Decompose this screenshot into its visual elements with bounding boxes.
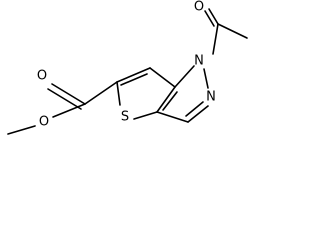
bond-c3a-c7a	[156, 86, 176, 113]
bond-ester-single-o	[52, 103, 86, 118]
bond-n1-c7a	[174, 65, 195, 88]
bond-acetyl-n	[212, 23, 219, 55]
bond-ester-methyl	[7, 125, 36, 135]
bond-c6-s	[116, 81, 121, 106]
atom-n2: N	[206, 90, 216, 105]
atom-o-ester: O	[39, 115, 49, 130]
structure-diagram: O O S N N O	[7, 0, 248, 135]
bond-c3a-c7a-inner	[162, 91, 178, 111]
bonds	[7, 8, 248, 135]
atom-n1: N	[194, 54, 204, 69]
bond-c3-c3a	[156, 111, 189, 123]
bond-ester-carbonyl-b	[47, 88, 82, 110]
bond-c7-c6-inner	[120, 73, 148, 86]
bond-acetyl-methyl	[217, 23, 248, 39]
bond-c7a-c7	[149, 67, 176, 88]
bond-ester-carbonyl-a	[51, 83, 86, 105]
atom-labels: O O S N N O	[37, 0, 216, 130]
bond-acetyl-carbonyl-b	[204, 10, 215, 27]
bond-s-c3a	[133, 111, 158, 120]
atom-o-carbonyl: O	[37, 69, 47, 84]
atom-s: S	[121, 110, 129, 125]
atom-o-acetyl: O	[194, 0, 204, 15]
bond-c6-carbonyl	[84, 81, 118, 105]
bond-acetyl-carbonyl-a	[208, 8, 219, 25]
bond-c7-c6	[116, 67, 151, 83]
bond-n2-c3-inner	[185, 101, 204, 117]
bond-n2-c3	[187, 105, 209, 123]
bond-n1-n2	[203, 68, 209, 89]
